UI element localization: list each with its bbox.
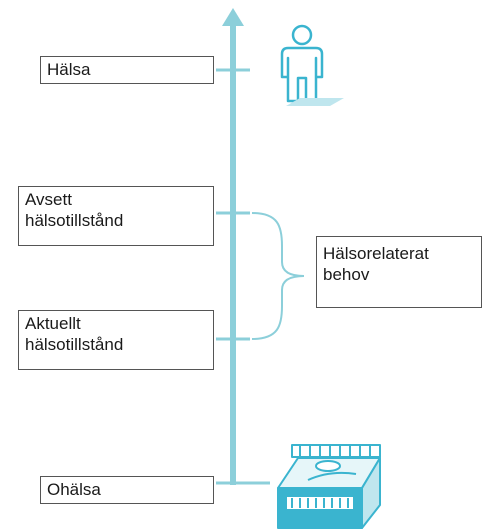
person-shadow bbox=[286, 98, 344, 106]
intended-state-line2: hälsotillstånd bbox=[25, 211, 124, 230]
health-need-line1: Hälsorelaterat bbox=[323, 244, 429, 263]
illness-label: Ohälsa bbox=[47, 480, 101, 499]
actual-state-line2: hälsotillstånd bbox=[25, 335, 124, 354]
curly-bracket bbox=[251, 212, 305, 340]
health-label: Hälsa bbox=[47, 60, 91, 79]
intended-state-line1: Avsett bbox=[25, 190, 72, 209]
hospital-bed-icon bbox=[277, 444, 381, 529]
intended-state-box: Avsett hälsotillstånd bbox=[18, 186, 214, 246]
health-label-box: Hälsa bbox=[40, 56, 214, 84]
actual-state-box: Aktuellt hälsotillstånd bbox=[18, 310, 214, 370]
person-icon bbox=[280, 24, 324, 103]
illness-label-box: Ohälsa bbox=[40, 476, 214, 504]
actual-state-line1: Aktuellt bbox=[25, 314, 81, 333]
health-need-line2: behov bbox=[323, 265, 370, 284]
health-need-box: Hälsorelaterat behov bbox=[316, 236, 482, 308]
axis-arrowhead bbox=[222, 8, 244, 26]
